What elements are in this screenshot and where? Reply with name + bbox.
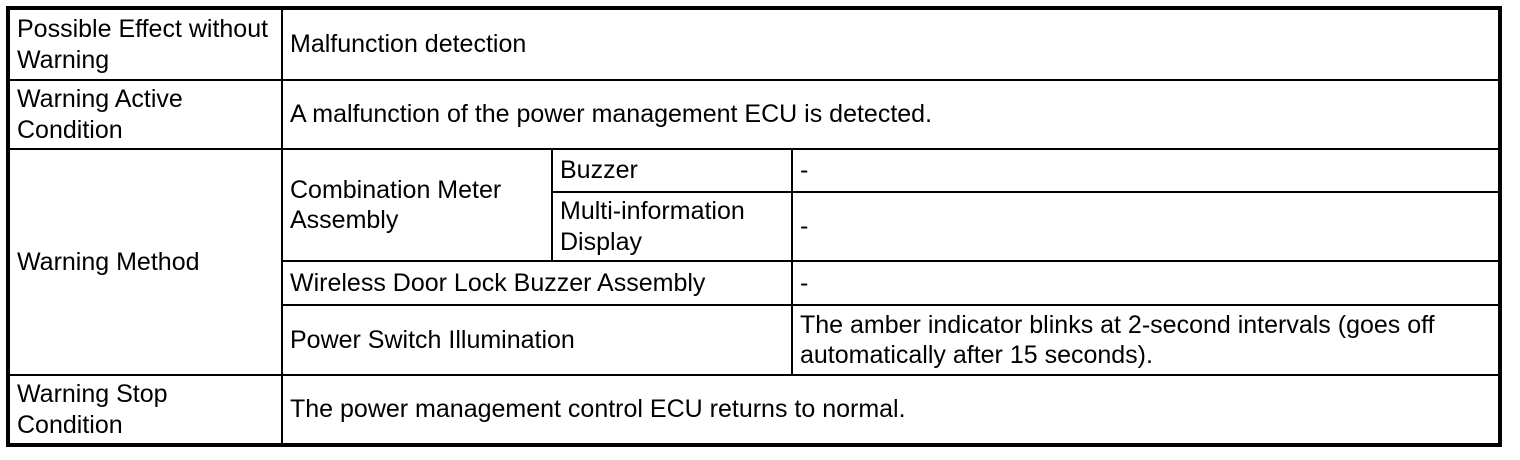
buzzer-label: Buzzer bbox=[551, 148, 793, 193]
multi-information-display-value: - bbox=[791, 191, 1501, 262]
wireless-door-lock-buzzer-value: - bbox=[791, 260, 1501, 306]
warning-active-label: Warning Active Condition bbox=[7, 79, 283, 150]
power-switch-illumination-value: The amber indicator blinks at 2-second i… bbox=[791, 304, 1501, 376]
warning-method-label: Warning Method bbox=[7, 148, 283, 376]
table-row: Wireless Door Lock Buzzer Assembly - bbox=[8, 260, 1501, 306]
warning-spec-table: Possible Effect without Warning Malfunct… bbox=[6, 6, 1502, 447]
table-row: Multi-information Display - bbox=[8, 191, 1501, 262]
multi-information-display-label: Multi-information Display bbox=[551, 191, 793, 262]
table-row: Power Switch Illumination The amber indi… bbox=[8, 304, 1501, 376]
combination-meter-label: Combination Meter Assembly bbox=[281, 148, 553, 262]
buzzer-value: - bbox=[791, 148, 1501, 193]
table-row: Warning Active Condition A malfunction o… bbox=[7, 79, 1501, 150]
wireless-door-lock-buzzer-label: Wireless Door Lock Buzzer Assembly bbox=[281, 260, 793, 306]
table-row: Warning Stop Condition The power managem… bbox=[7, 374, 1501, 446]
possible-effect-label: Possible Effect without Warning bbox=[7, 7, 283, 81]
power-switch-illumination-label: Power Switch Illumination bbox=[281, 304, 793, 376]
possible-effect-value: Malfunction detection bbox=[281, 7, 1501, 81]
page: Possible Effect without Warning Malfunct… bbox=[6, 6, 1502, 447]
table-row: Possible Effect without Warning Malfunct… bbox=[7, 7, 1501, 81]
warning-stop-value: The power management control ECU returns… bbox=[281, 374, 1501, 446]
warning-stop-label: Warning Stop Condition bbox=[7, 374, 283, 446]
table-row: Warning Method Combination Meter Assembl… bbox=[7, 148, 1501, 376]
warning-active-value: A malfunction of the power management EC… bbox=[281, 79, 1501, 150]
